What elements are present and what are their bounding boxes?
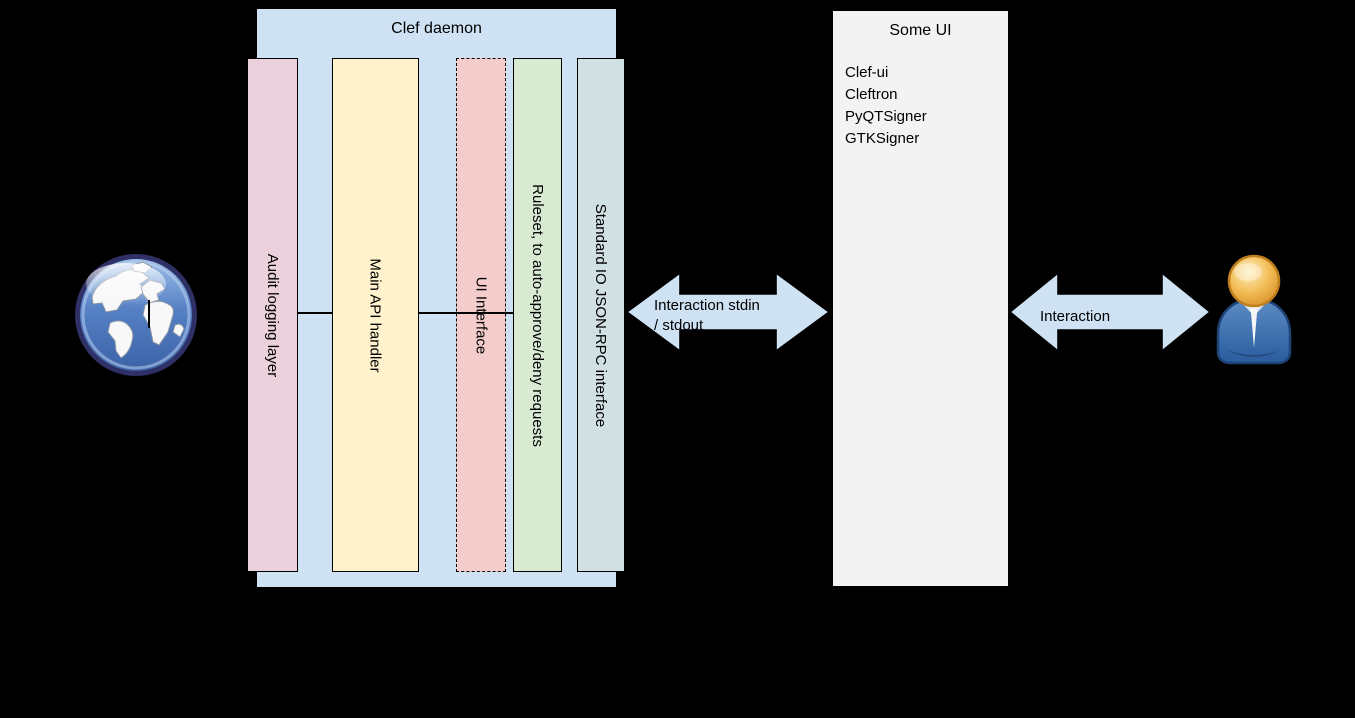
layer-label: Ruleset, to auto-approve/deny requests bbox=[529, 183, 547, 447]
list-item: Cleftron bbox=[845, 86, 898, 103]
list-item: PyQTSigner bbox=[845, 108, 927, 125]
layer-label: UI Interface bbox=[472, 276, 490, 354]
internet-globe-icon bbox=[75, 254, 197, 376]
clef-daemon-box bbox=[256, 8, 617, 588]
interaction-arrow bbox=[1008, 271, 1212, 353]
connector-line bbox=[297, 312, 333, 314]
some-ui-title: Some UI bbox=[889, 22, 952, 39]
list-item: Clef-ui bbox=[845, 64, 889, 81]
interaction-label: Interaction bbox=[1040, 308, 1111, 325]
end-user-icon bbox=[1216, 254, 1292, 365]
layer-bar-stdio-jsonrpc: Standard IO JSON-RPC interface bbox=[577, 58, 625, 572]
layer-label: Main API handler bbox=[367, 257, 384, 373]
list-item: GTKSigner bbox=[845, 130, 920, 147]
layer-bar-ruleset: Ruleset, to auto-approve/deny requests bbox=[513, 58, 562, 572]
connector-line bbox=[418, 312, 514, 314]
some-ui-list: Clef-ui Cleftron PyQTSigner GTKSigner bbox=[845, 62, 995, 150]
globe-connector-stub bbox=[148, 300, 150, 328]
layer-bar-main-api-handler: Main API handler bbox=[332, 58, 419, 572]
layer-label: Audit logging layer bbox=[264, 253, 282, 377]
interaction-stdio-label: Interaction stdin / stdout bbox=[654, 297, 760, 334]
layer-label: Standard IO JSON-RPC interface bbox=[592, 203, 610, 427]
interaction-stdio-arrow bbox=[625, 271, 831, 353]
layer-bar-ui-interface: UI Interface bbox=[456, 58, 506, 572]
layer-bar-audit-logging: Audit logging layer bbox=[247, 58, 298, 572]
some-ui-box bbox=[832, 10, 1009, 587]
clef-daemon-title: Clef daemon bbox=[391, 20, 482, 37]
